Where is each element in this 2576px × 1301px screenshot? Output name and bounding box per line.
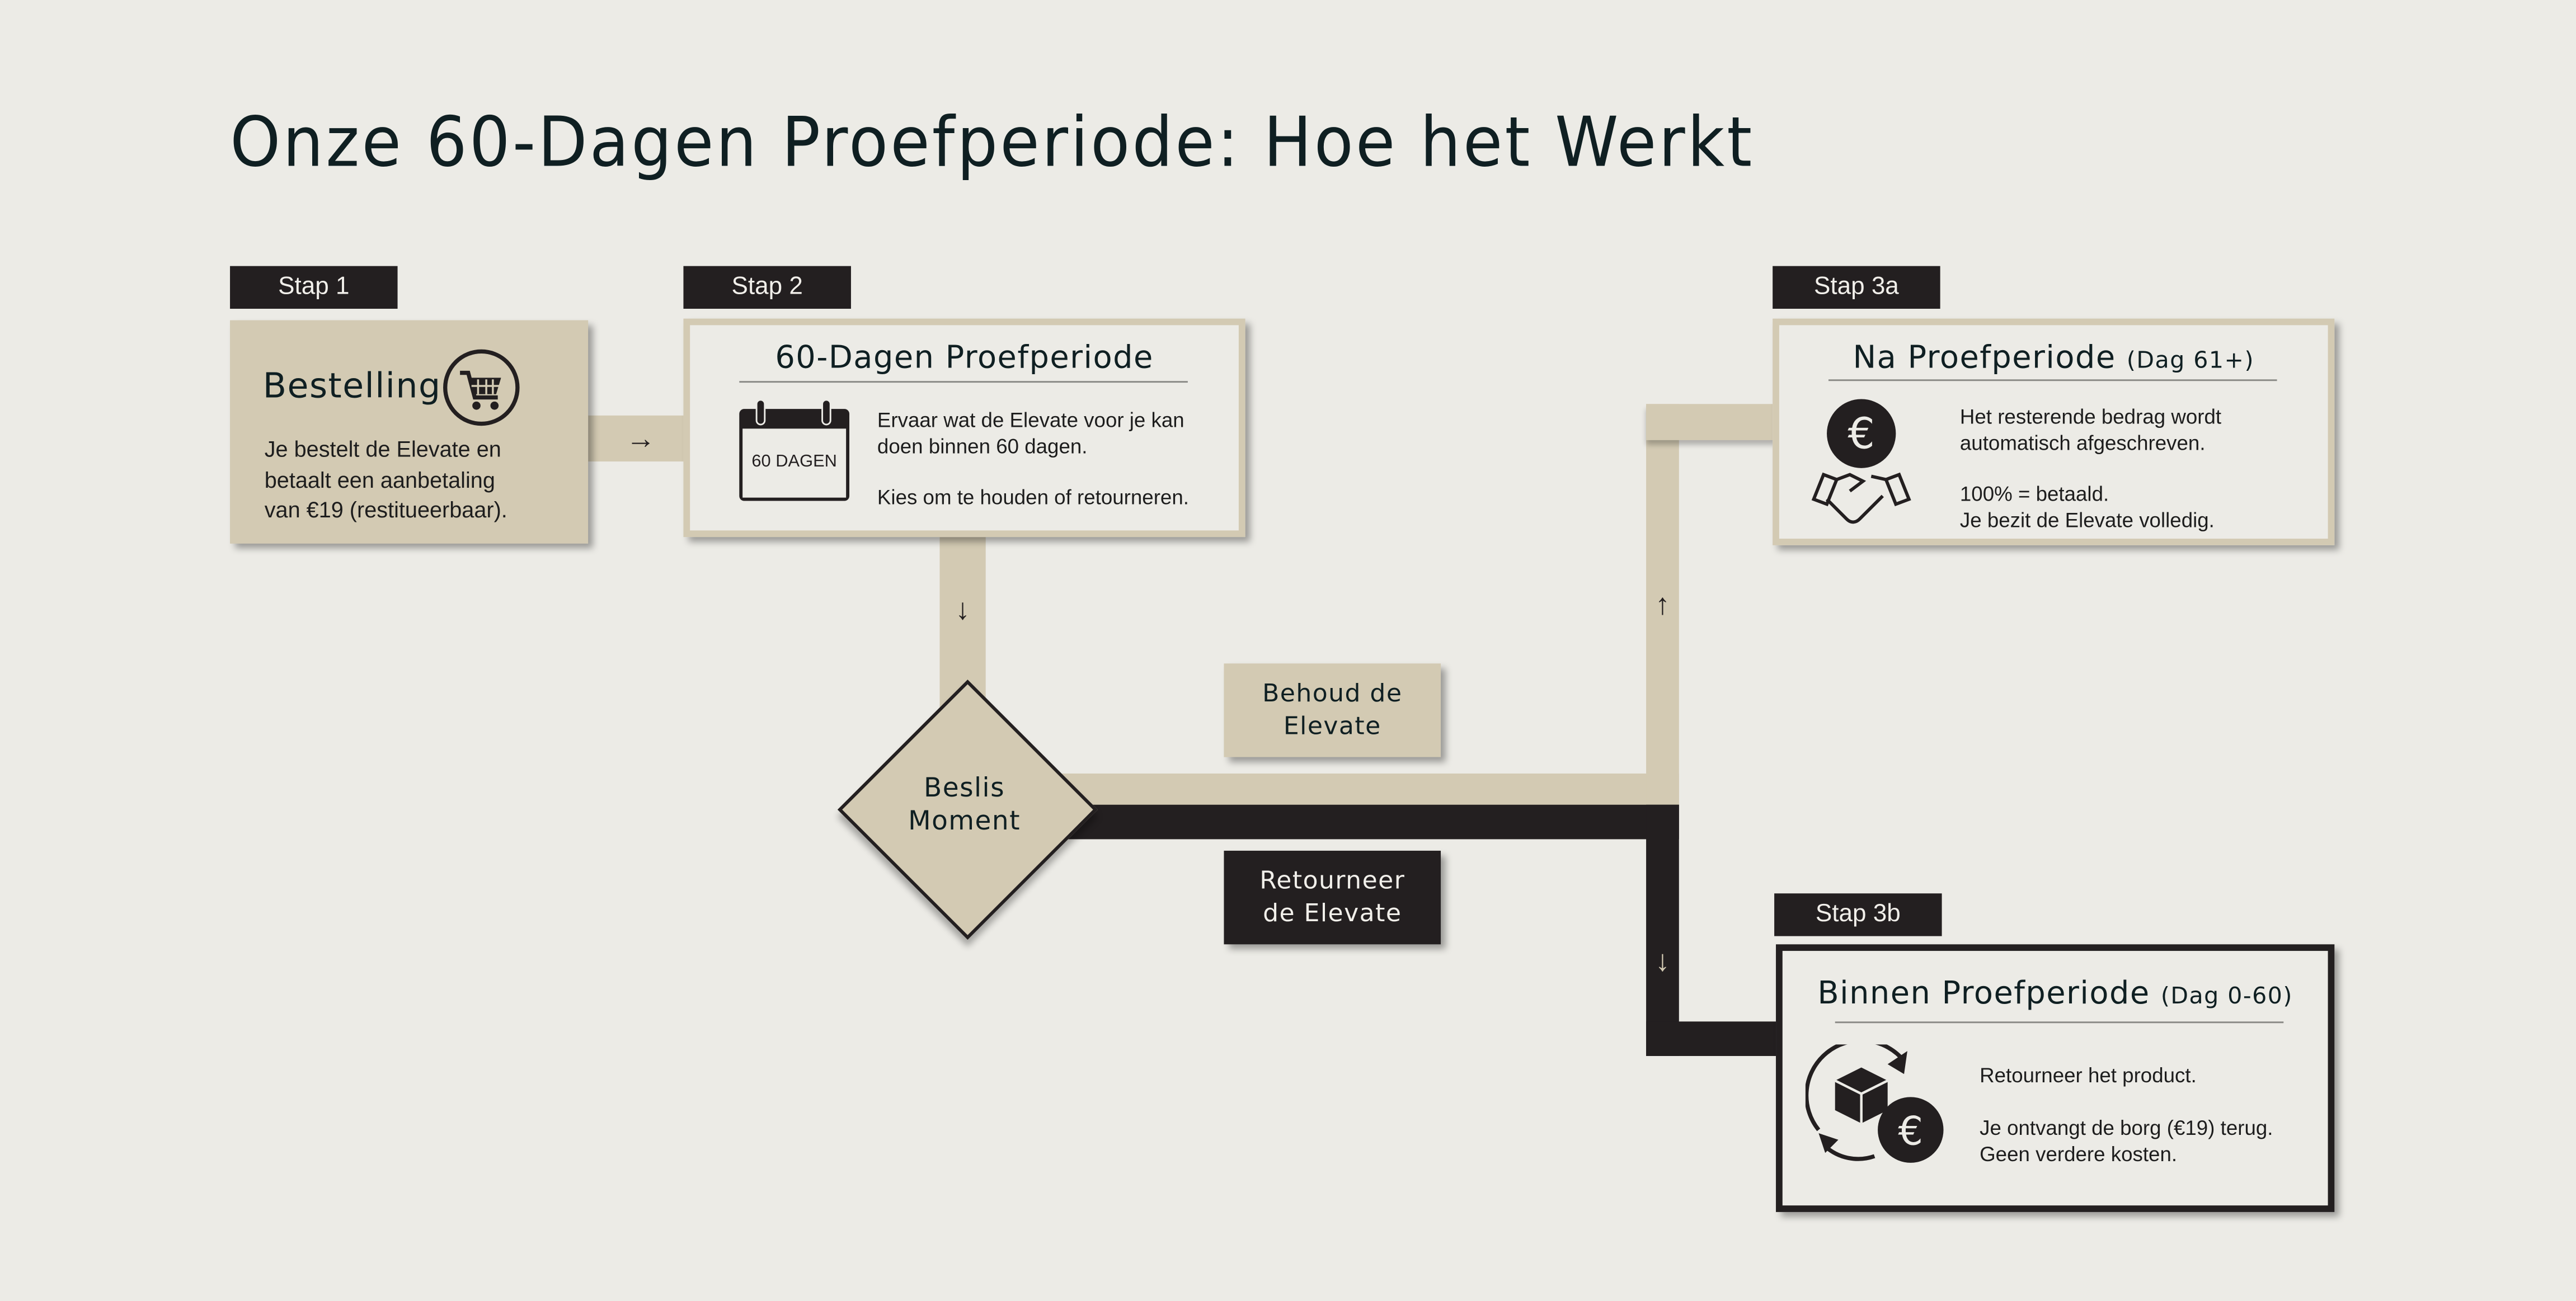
text-line: betaalt een aanbetaling [264, 467, 495, 492]
return-path-to-step3b [1646, 1021, 1778, 1056]
arrow-right-icon: → [626, 422, 656, 455]
text-line: doen binnen 60 dagen. [877, 435, 1088, 459]
keep-path-to-step3a [1646, 404, 1776, 440]
text-line: Moment [908, 804, 1021, 836]
text-line: Geen verdere kosten. [1980, 1143, 2178, 1166]
text-line: de Elevate [1263, 898, 1402, 928]
text-line: Je bezit de Elevate volledig. [1959, 509, 2215, 532]
text-line: Je ontvangt de borg (€19) terug. [1980, 1116, 2273, 1140]
step2-tag: Stap 2 [683, 266, 851, 309]
arrow-down-icon: ↓ [1655, 944, 1670, 978]
arrow-up-icon: ↑ [1655, 588, 1670, 621]
text-line: Elevate [1283, 711, 1381, 741]
step3b-tag: Stap 3b [1774, 893, 1942, 936]
euro-handshake-icon: € [1811, 399, 1911, 524]
text-line: Beslis [924, 772, 1005, 803]
return-box-euro-icon: € [1805, 1044, 1944, 1163]
return-elevate-label: Retourneer de Elevate [1224, 850, 1441, 945]
text-line: Retourneer het product. [1980, 1064, 2197, 1087]
text-line: Het resterende bedrag wordt [1959, 406, 2222, 429]
keep-path-vertical [1646, 404, 1679, 807]
title-text: Na Proefperiode [1853, 340, 2116, 376]
divider [1835, 1021, 2284, 1024]
step3a-description: Het resterende bedrag wordt automatisch … [1960, 404, 2221, 534]
step2-title: 60-Dagen Proefperiode [775, 340, 1154, 376]
text-line: automatisch afgeschreven. [1959, 432, 2206, 455]
page-title: Onze 60-Dagen Proefperiode: Hoe het Werk… [230, 102, 1755, 182]
step3a-tag: Stap 3a [1773, 266, 1940, 309]
step3b-description: Retourneer het product. Je ontvangt de b… [1980, 1063, 2273, 1168]
keep-path-horizontal [1051, 773, 1679, 807]
return-path-vertical [1646, 804, 1679, 1056]
keep-elevate-label: Behoud de Elevate [1224, 663, 1441, 757]
calendar-label: 60 DAGEN [751, 451, 837, 472]
text-line: Je bestelt de Elevate en [264, 437, 501, 462]
step1-title: Bestelling [262, 366, 441, 406]
step3b-title: Binnen Proefperiode (Dag 0-60) [1783, 975, 2328, 1012]
shopping-cart-icon [443, 349, 520, 426]
step2-card: 60-Dagen Proefperiode 60 DAGEN Ervaar wa… [683, 318, 1245, 538]
divider [739, 381, 1188, 383]
calendar-icon: 60 DAGEN [739, 399, 850, 501]
text-line: Retourneer [1259, 865, 1405, 895]
title-subtitle: (Dag 0-60) [2160, 983, 2293, 1010]
text-line: Kies om te houden of retourneren. [877, 486, 1189, 510]
svg-text:€: € [1848, 409, 1875, 459]
text-line: 100% = betaald. [1959, 483, 2109, 506]
text-line: Ervaar wat de Elevate voor je kan [877, 409, 1184, 432]
decision-label: Beslis Moment [866, 772, 1063, 837]
step1-tag: Stap 1 [230, 266, 398, 309]
svg-text:€: € [1898, 1109, 1923, 1154]
step3a-title: Na Proefperiode (Dag 61+) [1779, 340, 2328, 376]
arrow-down-icon: ↓ [955, 592, 970, 626]
title-subtitle: (Dag 61+) [2126, 348, 2254, 375]
step2-description: Ervaar wat de Elevate voor je kan doen b… [877, 407, 1189, 511]
text-line: Behoud de [1262, 678, 1403, 708]
step1-card: Bestelling Je bestelt de Elevate en beta… [230, 320, 589, 544]
connector-step1-step2 [588, 415, 687, 462]
divider [1828, 379, 2277, 381]
step1-description: Je bestelt de Elevate en betaalt een aan… [265, 435, 507, 526]
return-path-horizontal [1051, 804, 1679, 840]
step3b-card: Binnen Proefperiode (Dag 0-60) € Retourn… [1776, 944, 2335, 1212]
text-line: van €19 (restitueerbaar). [264, 497, 507, 522]
step3a-card: Na Proefperiode (Dag 61+) € Het resteren… [1773, 318, 2335, 545]
title-text: Binnen Proefperiode [1817, 975, 2150, 1012]
